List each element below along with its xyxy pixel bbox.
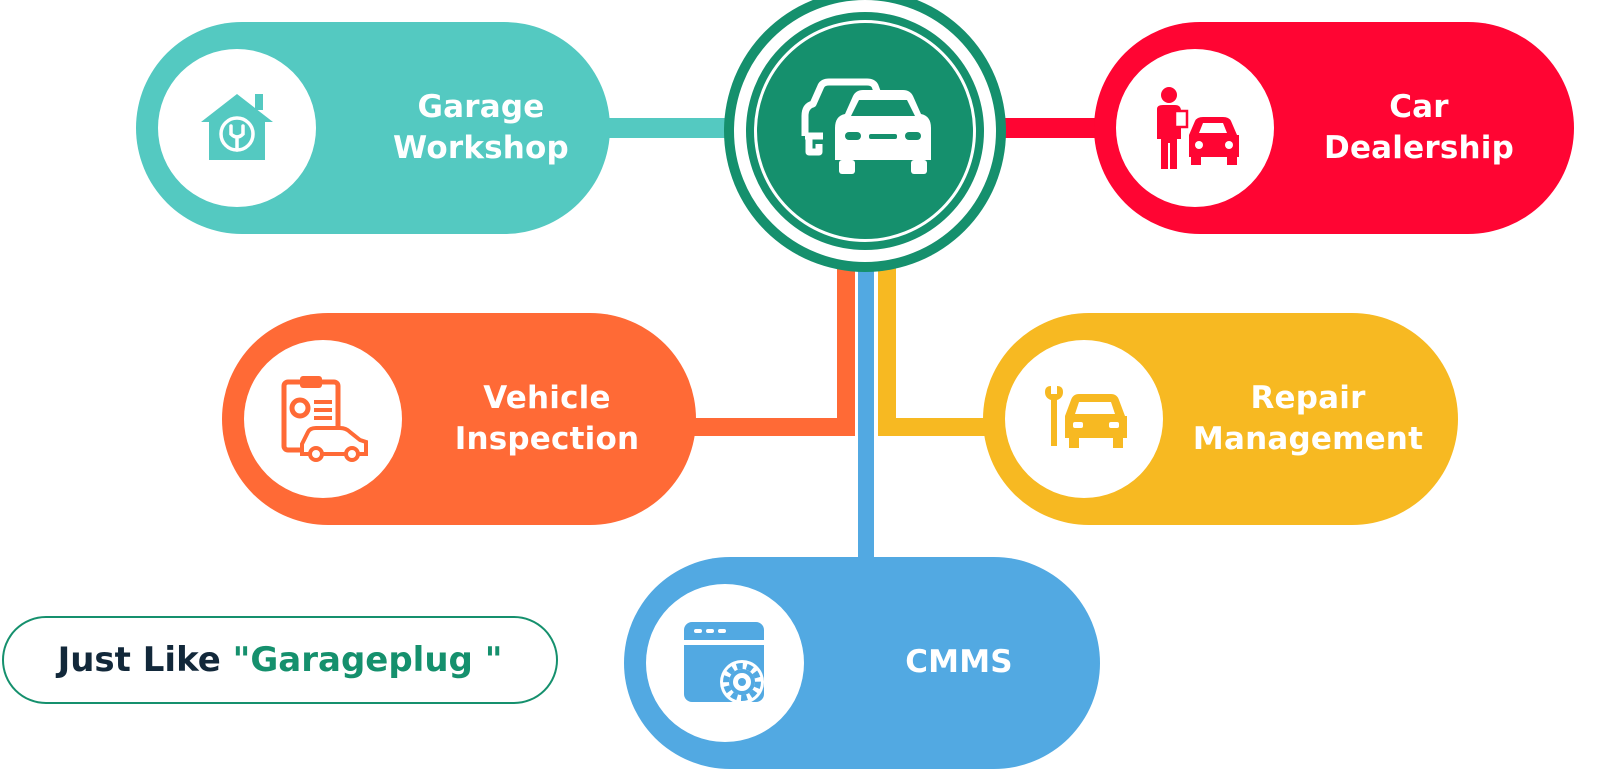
- node-label: CMMS: [905, 644, 1013, 680]
- node-label: Car Dealership: [1324, 89, 1514, 166]
- connector-garage: [600, 118, 746, 138]
- hub-circle: [734, 0, 996, 262]
- tagline-prefix: Just Like: [57, 640, 233, 680]
- two-cars-icon: [801, 78, 931, 174]
- dealer-person-car-icon: [1116, 49, 1274, 207]
- connector-dealer: [985, 118, 1115, 138]
- wrench-car-icon: [1005, 340, 1163, 498]
- clipboard-car-icon: [244, 340, 402, 498]
- hub-inner-ring: [754, 20, 976, 242]
- connector-inspection: [690, 250, 855, 436]
- node-label: Repair Management: [1192, 380, 1424, 457]
- node-garage-workshop: Garage Workshop: [136, 22, 610, 234]
- node-label: Vehicle Inspection: [454, 380, 640, 457]
- window-gear-icon: [646, 584, 804, 742]
- connector-repair: [878, 250, 1000, 436]
- node-car-dealership: Car Dealership: [1094, 22, 1574, 234]
- tagline-box: Just Like "Garageplug ": [2, 616, 558, 704]
- node-label: Garage Workshop: [393, 89, 569, 166]
- node-repair-management: Repair Management: [983, 313, 1458, 525]
- node-cmms: CMMS: [624, 557, 1100, 769]
- node-vehicle-inspection: Vehicle Inspection: [222, 313, 696, 525]
- house-wrench-icon: [158, 49, 316, 207]
- connector-cmms: [858, 250, 874, 570]
- tagline-highlight: "Garageplug ": [232, 640, 503, 680]
